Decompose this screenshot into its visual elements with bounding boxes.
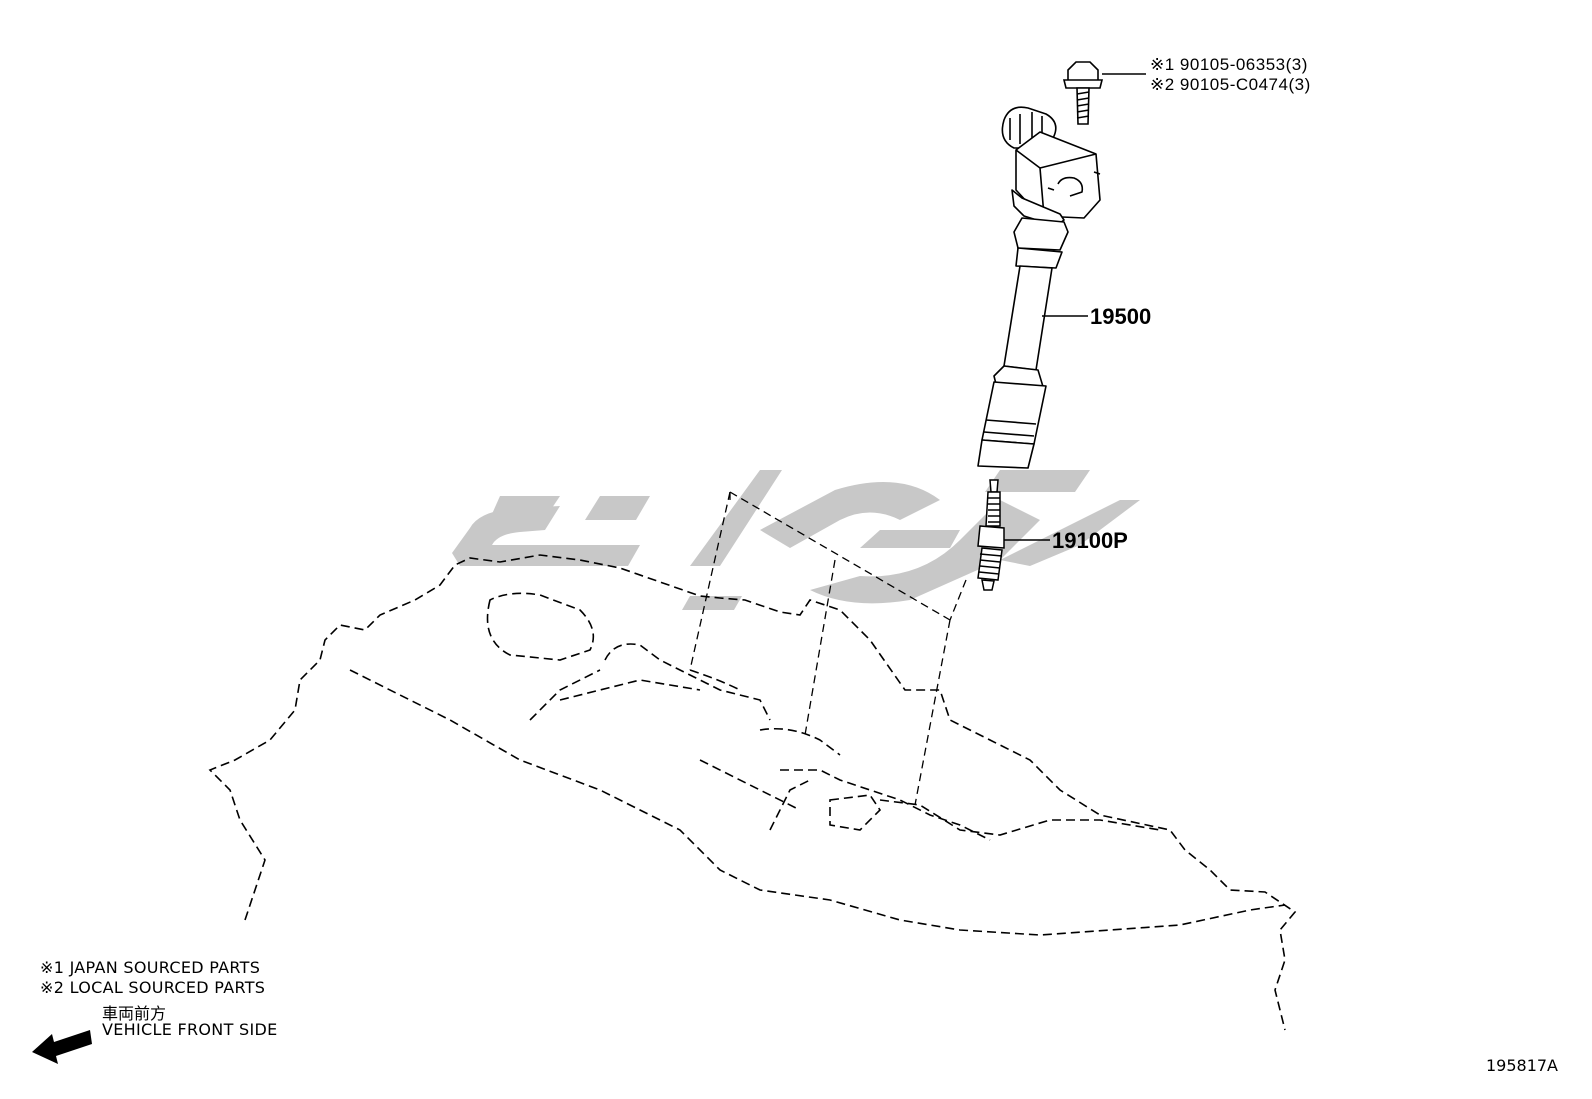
vehicle-front-label-ja: 車両前方 — [102, 1004, 167, 1023]
spark-plug-callout: 19100P — [1052, 528, 1128, 553]
ignition-coil-part — [977, 106, 1101, 469]
bolt-part — [1062, 61, 1104, 125]
ignition-coil-callout: 19500 — [1090, 304, 1151, 329]
arrow-left-icon — [32, 1030, 92, 1064]
spark-plug-part — [977, 479, 1005, 591]
vehicle-front-label-en: VEHICLE FRONT SIDE — [102, 1020, 278, 1039]
note-local-sourced: ※2 LOCAL SOURCED PARTS — [40, 978, 266, 997]
engine-outline — [208, 554, 1297, 1031]
bolt-callout-line2: ※2 90105-C0474(3) — [1150, 75, 1311, 94]
note-japan-sourced: ※1 JAPAN SOURCED PARTS — [40, 958, 261, 977]
bolt-callout-line1: ※1 90105-06353(3) — [1150, 55, 1308, 74]
reference-code: 195817A — [1485, 1056, 1558, 1075]
guide-lines — [689, 491, 967, 806]
